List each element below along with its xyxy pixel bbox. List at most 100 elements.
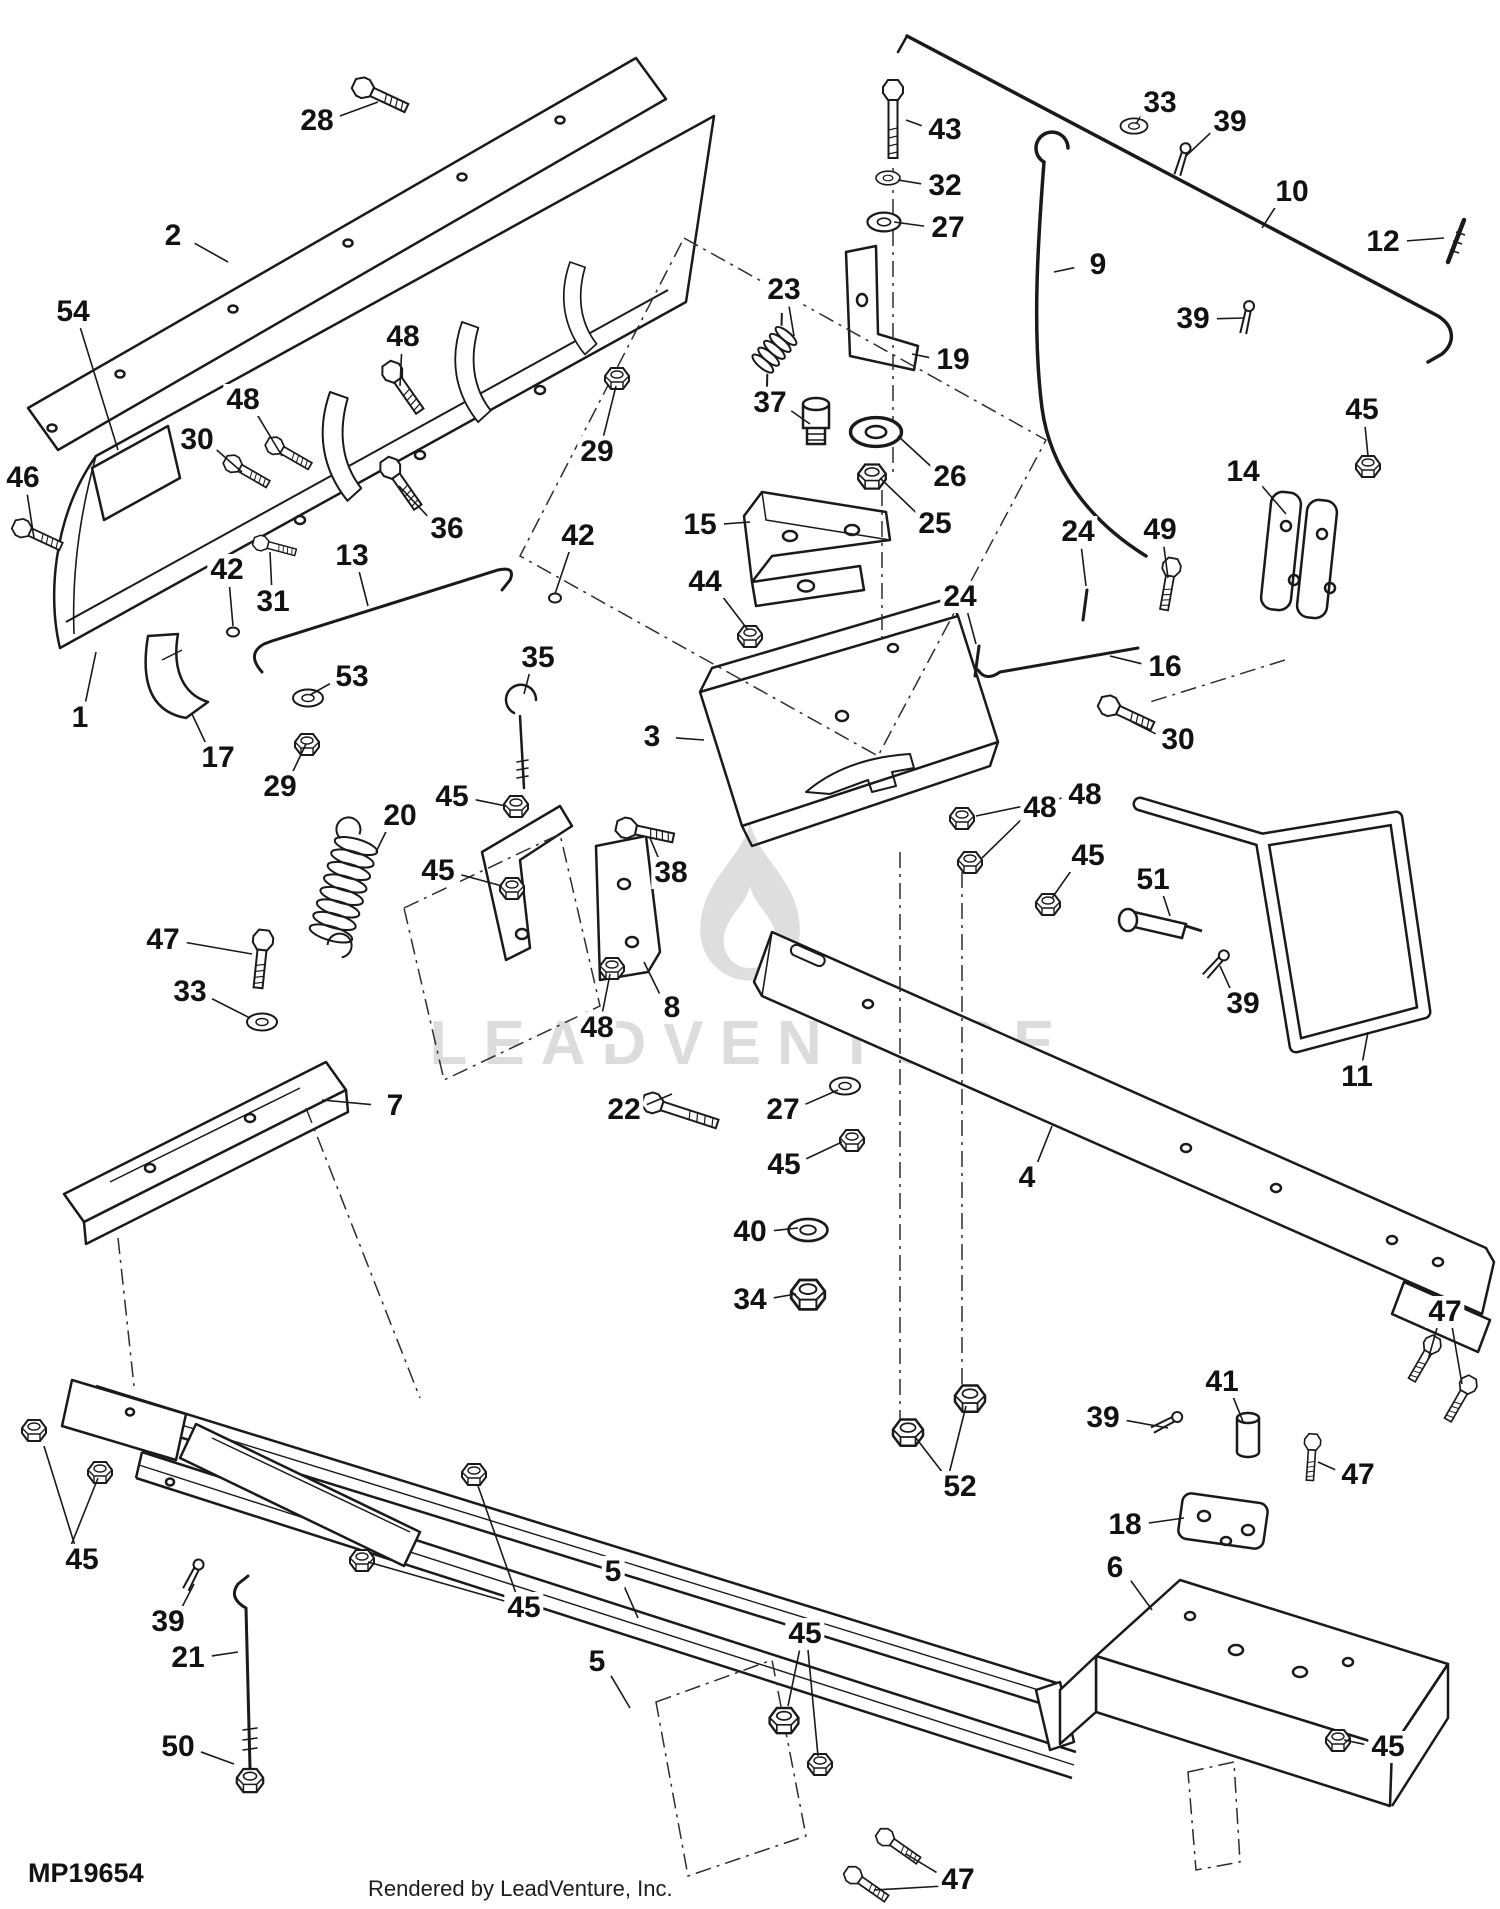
leader-line-19: [911, 353, 930, 359]
callout-35: 35: [518, 642, 558, 674]
leader-line-45: [43, 1445, 76, 1545]
blade-top-strip: [26, 56, 668, 452]
leader-line-39: [180, 1583, 195, 1609]
leader-lines: [26, 101, 1445, 1874]
leader-line-38: [649, 837, 660, 859]
callout-48: 48: [223, 384, 263, 416]
callout-29: 29: [260, 771, 300, 803]
sector-plate: [698, 596, 1000, 848]
leader-line-10: [1261, 204, 1278, 229]
callout-11: 11: [1338, 1061, 1376, 1093]
threaded-pin: [1445, 217, 1467, 265]
leader-line-9: [1053, 266, 1075, 273]
leader-line-45: [1343, 1739, 1365, 1746]
leader-line-30: [1131, 721, 1157, 735]
leader-line-45: [805, 1141, 843, 1160]
callout-19: 19: [933, 344, 973, 376]
leader-line-52: [915, 1437, 945, 1475]
leader-line-31: [269, 551, 273, 586]
id-plate: [90, 424, 182, 522]
callout-32: 32: [925, 170, 965, 202]
callout-5: 5: [601, 1556, 625, 1588]
leader-line-41: [1232, 1396, 1245, 1425]
callout-14: 14: [1223, 456, 1263, 488]
callout-39: 39: [1210, 106, 1250, 138]
leader-line-34: [773, 1293, 797, 1299]
leader-line-11: [1361, 1031, 1369, 1061]
frame-rails: [60, 1378, 1077, 1780]
callout-8: 8: [660, 992, 684, 1024]
callout-25: 25: [915, 508, 955, 540]
callout-45: 45: [62, 1544, 102, 1576]
leader-line-29: [602, 385, 617, 436]
callout-39: 39: [1223, 988, 1263, 1020]
callout-4: 4: [1015, 1162, 1039, 1194]
callout-16: 16: [1145, 651, 1185, 683]
callout-37: 37: [750, 387, 790, 419]
callout-54: 54: [53, 296, 93, 328]
leader-line-12: [1406, 237, 1445, 242]
callout-47: 47: [143, 924, 183, 956]
spacer-ring: [226, 626, 240, 638]
roll-pins: [973, 588, 1089, 678]
leader-line-2: [194, 242, 229, 263]
leader-line-6: [1130, 1580, 1153, 1611]
long-rod: [896, 34, 1453, 364]
leader-line-48: [601, 973, 611, 1012]
leader-line-47: [1317, 1461, 1336, 1471]
leader-line-3: [675, 737, 705, 741]
leader-line-22: [646, 1093, 673, 1106]
leader-line-47: [1427, 1327, 1438, 1361]
callout-45: 45: [1068, 840, 1108, 872]
callout-33: 33: [1140, 87, 1180, 119]
small-spring: [751, 312, 798, 387]
leader-line-48: [399, 353, 403, 387]
callout-23: 23: [764, 274, 804, 306]
callout-29: 29: [577, 436, 617, 468]
channel-bracket: [1058, 1578, 1450, 1808]
callout-10: 10: [1272, 176, 1312, 208]
callout-3: 3: [640, 721, 664, 753]
pivot-bracket: [844, 244, 920, 372]
callout-45: 45: [432, 781, 472, 813]
leader-line-44: [720, 594, 749, 631]
leader-line-48: [256, 413, 283, 457]
leader-line-49: [1163, 546, 1169, 579]
callout-27: 27: [928, 212, 968, 244]
leader-line-18: [1148, 1517, 1185, 1524]
leader-line-24: [966, 612, 977, 645]
leader-line-51: [1162, 895, 1171, 917]
eye-rod: [232, 1574, 258, 1770]
leader-line-36: [398, 485, 430, 519]
callout-13: 13: [332, 540, 372, 572]
blade-moldboard: [52, 114, 716, 650]
leader-line-42: [228, 586, 234, 627]
link-rod: [976, 646, 1140, 678]
callout-27: 27: [763, 1094, 803, 1126]
leader-line-43: [905, 119, 923, 127]
leader-line-4: [1036, 1125, 1053, 1163]
leader-line-45: [1364, 426, 1369, 457]
callout-47: 47: [1425, 1296, 1465, 1328]
leader-line-1: [84, 651, 97, 702]
callout-52: 52: [940, 1471, 980, 1503]
leader-line-45: [1051, 868, 1074, 899]
hinge-plates: [1259, 490, 1339, 620]
callout-49: 49: [1140, 514, 1180, 546]
strap-bracket: [480, 804, 662, 982]
leader-line-23: [788, 306, 795, 337]
callout-51: 51: [1133, 864, 1173, 896]
hook-bolt: [504, 683, 538, 790]
callout-36: 36: [427, 513, 467, 545]
callout-42: 42: [207, 554, 247, 586]
leader-line-45: [461, 874, 503, 887]
callout-24: 24: [940, 581, 980, 613]
callout-31: 31: [253, 586, 293, 618]
callout-17: 17: [198, 742, 238, 774]
support-bracket: [742, 490, 892, 608]
leader-line-39: [1219, 965, 1232, 990]
callout-40: 40: [730, 1216, 770, 1248]
drawing-code: MP19654: [28, 1858, 144, 1888]
leader-line-47: [186, 941, 253, 955]
